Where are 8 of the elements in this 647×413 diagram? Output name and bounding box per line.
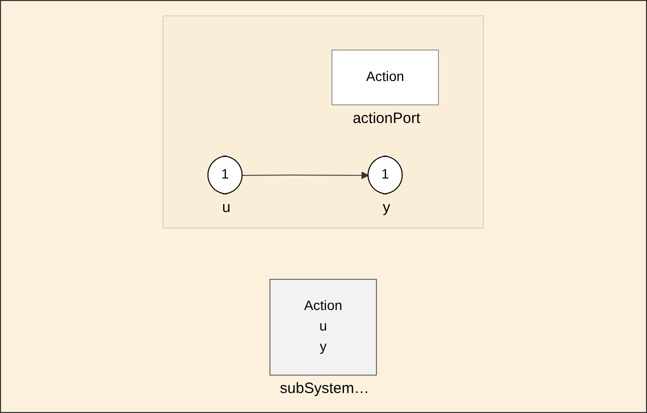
block-caption: actionPort [352,110,420,127]
node-box: Action u y [270,278,378,376]
block-caption: subSystem… [280,380,370,398]
cluster [162,15,484,228]
arrow [242,172,370,180]
node-box: Action [332,50,440,106]
block-caption: y [382,198,390,216]
block-caption: u [222,198,231,216]
